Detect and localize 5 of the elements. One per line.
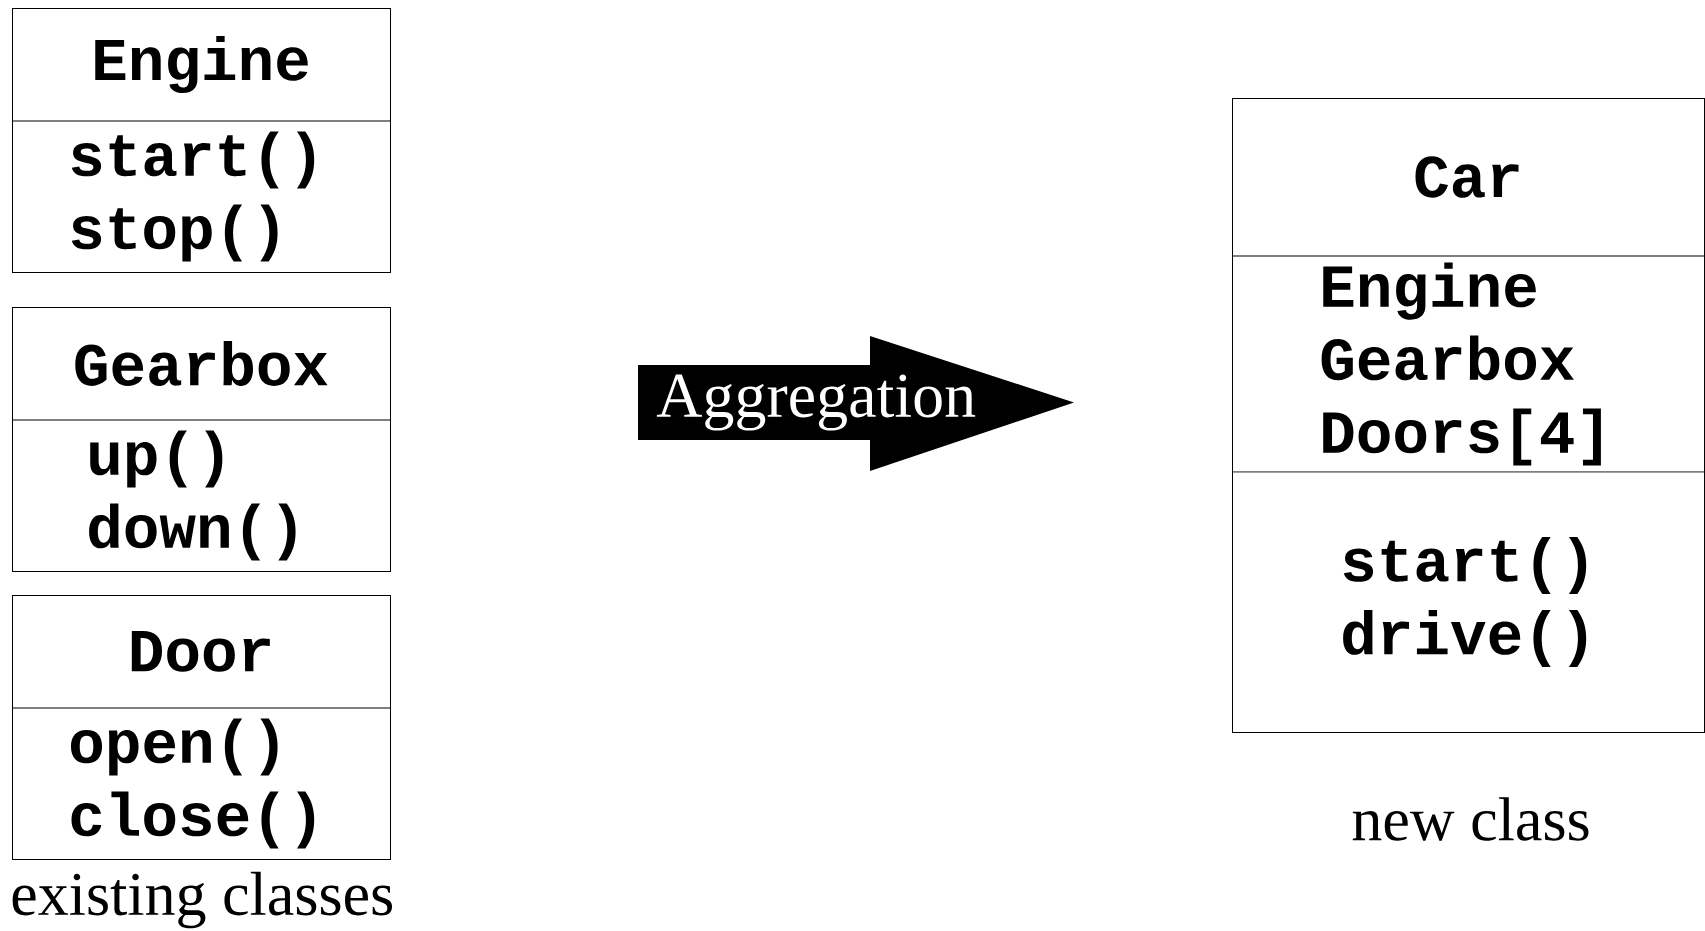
class-box: Engine start() stop() bbox=[11, 8, 391, 273]
class-box: Gearbox up() down() bbox=[11, 307, 391, 572]
node-label: new class bbox=[1352, 797, 1589, 841]
class-box: Car Engine Gearbox Doors[4] start() drive() bbox=[1231, 98, 1705, 733]
class-box: Door open() close() bbox=[11, 595, 391, 860]
